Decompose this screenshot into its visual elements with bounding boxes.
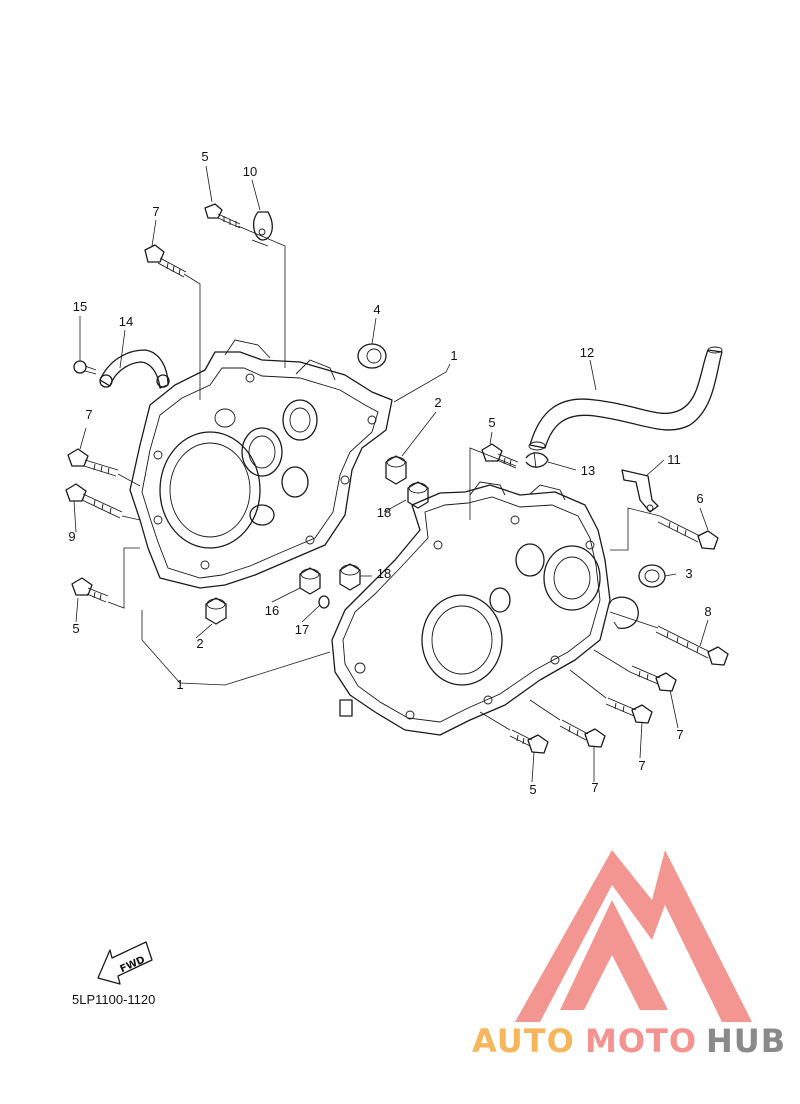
- callout-8: 8: [704, 604, 711, 619]
- callout-numbers: 5 10 7 15 14 4 1 2 12 7 9 5 2 1 16 17 18…: [68, 149, 711, 797]
- watermark-brand-moto: MOTO: [585, 1022, 697, 1060]
- callout-11: 11: [667, 452, 681, 467]
- bolt-15: [73, 360, 97, 375]
- callout-2: 2: [196, 636, 203, 651]
- diagram-code: 5LP1100-1120: [72, 992, 155, 1007]
- callout-12: 12: [580, 345, 594, 360]
- bolt-5-bottom: [509, 729, 549, 754]
- watermark-logo-outer-triangle: [515, 850, 752, 1022]
- callout-10: 10: [243, 164, 257, 179]
- callout-5: 5: [72, 621, 79, 636]
- dowel-pin-2-lower: [205, 597, 227, 625]
- clamp-10: [251, 211, 273, 247]
- callout-7: 7: [638, 758, 645, 773]
- clip-13: [525, 451, 549, 469]
- callout-1: 1: [176, 677, 183, 692]
- leader-lines: [73, 165, 709, 783]
- dowel-pin-16: [299, 567, 321, 595]
- left-crankcase-main-bore: [159, 431, 261, 549]
- callout-5: 5: [488, 415, 495, 430]
- watermark-brand-auto: AUTO: [472, 1022, 575, 1060]
- dowel-pin-18-upper: [407, 481, 429, 509]
- callout-5: 5: [201, 149, 208, 164]
- right-crankcase: [331, 481, 611, 736]
- oil-seal-4: [357, 343, 387, 369]
- callout-7: 7: [152, 204, 159, 219]
- watermark-logo-inner-triangle: [560, 900, 668, 1010]
- oil-seal-3: [638, 564, 666, 588]
- circlip: [607, 596, 639, 629]
- callout-17: 17: [295, 622, 309, 637]
- callout-6: 6: [696, 491, 703, 506]
- callout-14: 14: [119, 314, 133, 329]
- watermark-brand-text: AUTO MOTO HUB: [472, 1022, 786, 1060]
- callout-4: 4: [373, 302, 380, 317]
- fwd-arrow: FWD: [97, 941, 153, 985]
- dowel-pin-2-upper: [385, 455, 407, 485]
- callout-9: 9: [68, 529, 75, 544]
- callout-18: 18: [377, 505, 391, 520]
- callout-13: 13: [581, 463, 595, 478]
- watermark-brand-hub: HUB: [706, 1022, 786, 1060]
- bolt-7-right-b: [605, 697, 653, 724]
- bolt-6: [657, 515, 719, 550]
- fwd-label: FWD: [118, 955, 146, 976]
- callout-2: 2: [434, 395, 441, 410]
- left-crankcase: [129, 339, 393, 589]
- callout-7: 7: [591, 780, 598, 795]
- bolt-8: [655, 625, 729, 666]
- callout-7: 7: [85, 407, 92, 422]
- watermark-logo: [515, 850, 752, 1022]
- callout-18: 18: [377, 566, 391, 581]
- bracket-11: [621, 469, 659, 513]
- callout-5: 5: [529, 782, 536, 797]
- dowel-pin-18-lower: [339, 563, 361, 591]
- callout-1: 1: [450, 348, 457, 363]
- o-ring-17: [318, 595, 330, 609]
- callout-16: 16: [265, 603, 279, 618]
- callout-7: 7: [676, 727, 683, 742]
- bolt-7-left: [67, 448, 119, 477]
- callout-15: 15: [73, 299, 87, 314]
- bolt-5-top: [204, 203, 241, 229]
- bolt-5-left: [71, 577, 109, 603]
- right-crankcase-main-bore: [421, 594, 503, 686]
- hose-12: [528, 346, 723, 451]
- bolt-7-top-left: [144, 244, 187, 278]
- bolt-5-right-upper: [481, 443, 519, 469]
- bolt-7-right-a: [629, 665, 677, 692]
- bolt-7-bottom: [559, 719, 606, 748]
- bolt-9: [65, 483, 123, 519]
- callout-3: 3: [685, 566, 692, 581]
- bracket-14: [99, 349, 170, 389]
